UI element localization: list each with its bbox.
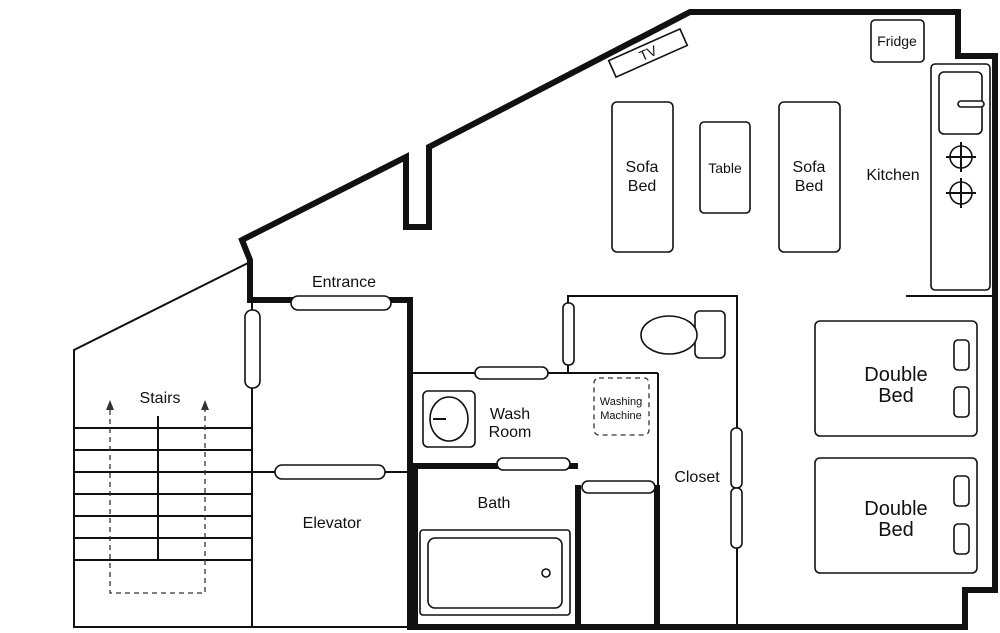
stairs-door	[244, 309, 261, 389]
fridge-label: Fridge	[877, 33, 917, 49]
bathtub-icon	[419, 529, 571, 616]
sofa-bed-left-label-2: Bed	[628, 178, 656, 195]
toilet-icon	[640, 310, 726, 359]
washing-machine: Washing Machine	[593, 377, 650, 436]
arrow-up-icon	[201, 400, 209, 410]
hall-door	[581, 480, 656, 494]
sofa-bed-right-label-2: Bed	[795, 178, 823, 195]
sofa-bed-left-label-1: Sofa	[626, 159, 659, 176]
table-label: Table	[708, 160, 742, 176]
toilet-door	[562, 302, 575, 366]
closet-door-top	[730, 427, 743, 489]
stairs-area	[73, 261, 410, 628]
stove-burner-icon	[946, 178, 976, 208]
entrance-label: Entrance	[312, 274, 376, 291]
wash-room-label-2: Room	[489, 424, 532, 441]
double-bed-bottom-label-1: Double	[864, 498, 927, 520]
washing-machine-label-1: Washing	[600, 396, 642, 408]
double-bed-bottom-label-2: Bed	[878, 519, 914, 541]
elevator-door	[274, 464, 386, 480]
double-bed-top-label-2: Bed	[878, 385, 914, 407]
wash-room-label-1: Wash	[490, 406, 530, 423]
double-bed-top: Double Bed	[814, 320, 978, 437]
arrow-up-icon	[106, 400, 114, 410]
wash-basin-icon	[422, 390, 476, 448]
sofa-bed-left: Sofa Bed	[611, 101, 674, 253]
closet-door-bottom	[730, 487, 743, 549]
bath-label: Bath	[478, 495, 511, 512]
washing-machine-label-2: Machine	[600, 410, 642, 422]
doors	[244, 295, 743, 549]
kitchen-counter	[930, 63, 991, 291]
stairs-label: Stairs	[140, 390, 181, 407]
pillow-icon	[953, 523, 970, 555]
tv-label: TV	[637, 42, 660, 64]
elevator-label: Elevator	[303, 515, 362, 532]
bath-door	[496, 457, 571, 471]
pillow-icon	[953, 475, 970, 507]
table: Table	[699, 121, 751, 214]
double-bed-top-label-1: Double	[864, 364, 927, 386]
stairs-direction-arrows	[106, 400, 209, 594]
closet-label: Closet	[674, 469, 720, 486]
stair-steps	[74, 416, 252, 561]
faucet-icon	[957, 100, 985, 108]
pillow-icon	[953, 339, 970, 371]
double-bed-bottom: Double Bed	[814, 457, 978, 574]
wash-room-door	[474, 366, 549, 380]
pillow-icon	[953, 386, 970, 418]
sofa-bed-right-label-1: Sofa	[793, 159, 826, 176]
kitchen-label: Kitchen	[866, 167, 919, 184]
tv: TV	[607, 27, 689, 79]
entrance-door	[290, 295, 392, 311]
sofa-bed-right: Sofa Bed	[778, 101, 841, 253]
stove-burner-icon	[946, 142, 976, 172]
fridge: Fridge	[870, 19, 925, 63]
